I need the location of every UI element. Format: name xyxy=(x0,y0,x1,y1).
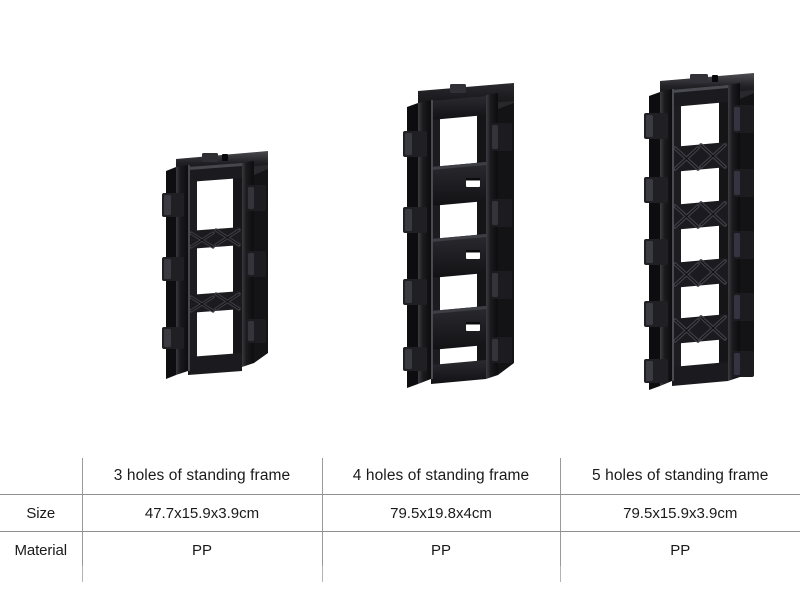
column-header-4-holes: 4 holes of standing frame xyxy=(321,458,560,495)
row-label-size: Size xyxy=(0,494,82,532)
size-value-5-holes: 79.5x15.9x3.9cm xyxy=(559,494,800,532)
size-value-3-holes: 47.7x15.9x3.9cm xyxy=(81,494,322,532)
product-image-5-holes xyxy=(640,69,770,396)
product-gallery xyxy=(158,69,770,396)
size-value-4-holes: 79.5x19.8x4cm xyxy=(321,494,560,532)
table-divider-3 xyxy=(560,566,561,582)
row-label-material: Material xyxy=(14,541,68,559)
column-header-5-holes: 5 holes of standing frame xyxy=(559,458,800,495)
material-value-3-holes: PP xyxy=(81,531,322,568)
specification-table: 3 holes of standing frame 4 holes of sta… xyxy=(0,458,800,568)
table-divider-1 xyxy=(82,566,83,582)
table-divider-2 xyxy=(322,566,323,582)
table-divider-tails xyxy=(0,566,800,582)
table-row: Size 47.7x15.9x3.9cm 79.5x19.8x4cm 79.5x… xyxy=(0,494,800,532)
table-row: Material PP PP PP xyxy=(0,531,800,568)
material-value-4-holes: PP xyxy=(321,531,560,568)
table-header-row: 3 holes of standing frame 4 holes of sta… xyxy=(0,458,800,495)
column-header-3-holes: 3 holes of standing frame xyxy=(81,458,322,495)
product-image-4-holes xyxy=(398,79,528,394)
table-corner-cell xyxy=(0,458,82,495)
product-image-3-holes xyxy=(158,145,282,381)
material-value-5-holes: PP xyxy=(559,531,800,568)
